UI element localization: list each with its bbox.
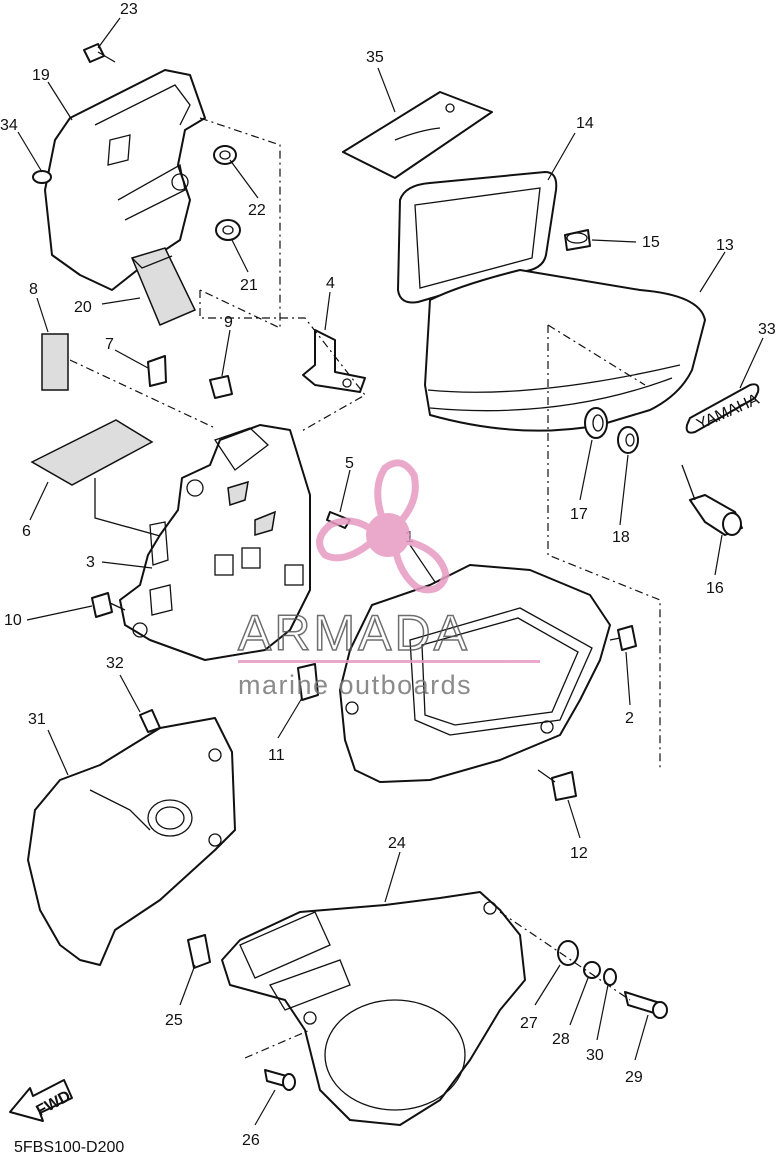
part-1-case	[339, 564, 611, 783]
part-15-grommet	[564, 229, 591, 251]
callout-31: 31	[28, 711, 46, 728]
part-8-pad	[41, 333, 69, 391]
callout-33: 33	[758, 321, 776, 338]
callout-20: 20	[74, 299, 92, 316]
callout-6: 6	[22, 523, 31, 540]
watermark-brand: ARMADA	[238, 605, 470, 661]
callout-3: 3	[86, 554, 95, 571]
watermark: ARMADA marine outboards	[237, 459, 540, 700]
callout-10: 10	[4, 612, 22, 629]
part-33-emblem: YAMAHA	[685, 383, 762, 434]
part-35-sheet	[342, 91, 493, 179]
callout-29: 29	[625, 1069, 643, 1086]
part-27-damper	[557, 940, 579, 966]
part-13-side-cover	[424, 269, 706, 770]
part-4-bracket	[302, 329, 366, 393]
part-29-bolt	[624, 991, 668, 1019]
callout-12: 12	[570, 845, 588, 862]
part-3-bracket	[119, 424, 311, 661]
part-24-cover	[221, 891, 526, 1126]
part-19-cover	[44, 69, 206, 291]
part-7-clip	[147, 355, 167, 387]
part-30-washer	[603, 968, 617, 986]
part-26-bolt	[264, 1069, 296, 1091]
part-34-clip	[32, 170, 52, 184]
callout-8: 8	[29, 281, 38, 298]
propeller-logo-icon	[316, 459, 450, 594]
part-12-bolt	[537, 769, 577, 801]
part-22-grommet	[213, 145, 237, 165]
part-32-bolt	[139, 709, 161, 733]
callout-27: 27	[520, 1015, 538, 1032]
callout-17: 17	[570, 506, 588, 523]
diagram-code: 5FBS100-D200	[14, 1139, 124, 1156]
callout-5: 5	[345, 455, 354, 472]
part-25-seal	[187, 934, 211, 969]
part-23-bolt	[83, 43, 116, 63]
callout-7: 7	[105, 336, 114, 353]
callout-25: 25	[165, 1012, 183, 1029]
callout-18: 18	[612, 529, 630, 546]
callout-9: 9	[224, 314, 233, 331]
callout-21: 21	[240, 277, 258, 294]
callout-30: 30	[586, 1047, 604, 1064]
callout-14: 14	[576, 115, 594, 132]
callout-11: 11	[268, 747, 285, 764]
callout-35: 35	[366, 49, 384, 66]
callout-23: 23	[120, 1, 138, 18]
callout-19: 19	[32, 67, 50, 84]
callout-28: 28	[552, 1031, 570, 1048]
part-11-clip	[297, 663, 319, 701]
part-9-clip	[209, 375, 233, 399]
callout-22: 22	[248, 202, 266, 219]
part-31-cover	[27, 717, 236, 966]
callout-24: 24	[388, 835, 406, 852]
part-16-lock	[681, 464, 743, 536]
callout-34: 34	[0, 117, 18, 134]
leader-lines	[17, 17, 764, 1126]
watermark-tagline: marine outboards	[238, 670, 472, 700]
part-21-grommet	[215, 219, 241, 241]
part-20-pad	[130, 247, 197, 326]
part-10-bolt	[91, 592, 126, 618]
callout-2: 2	[625, 710, 634, 727]
callout-26: 26	[242, 1132, 260, 1149]
callout-32: 32	[106, 655, 124, 672]
callout-4: 4	[326, 275, 335, 292]
callout-16: 16	[706, 580, 724, 597]
callout-13: 13	[716, 237, 734, 254]
part-18-grommet	[617, 426, 639, 454]
part-6-sheet	[30, 419, 154, 486]
part-2-bolt	[609, 625, 637, 651]
part-17-grommet	[584, 407, 608, 439]
callout-15: 15	[642, 234, 660, 251]
fwd-arrow-icon: FWD	[9, 1079, 74, 1122]
part-28-collar	[583, 961, 601, 979]
